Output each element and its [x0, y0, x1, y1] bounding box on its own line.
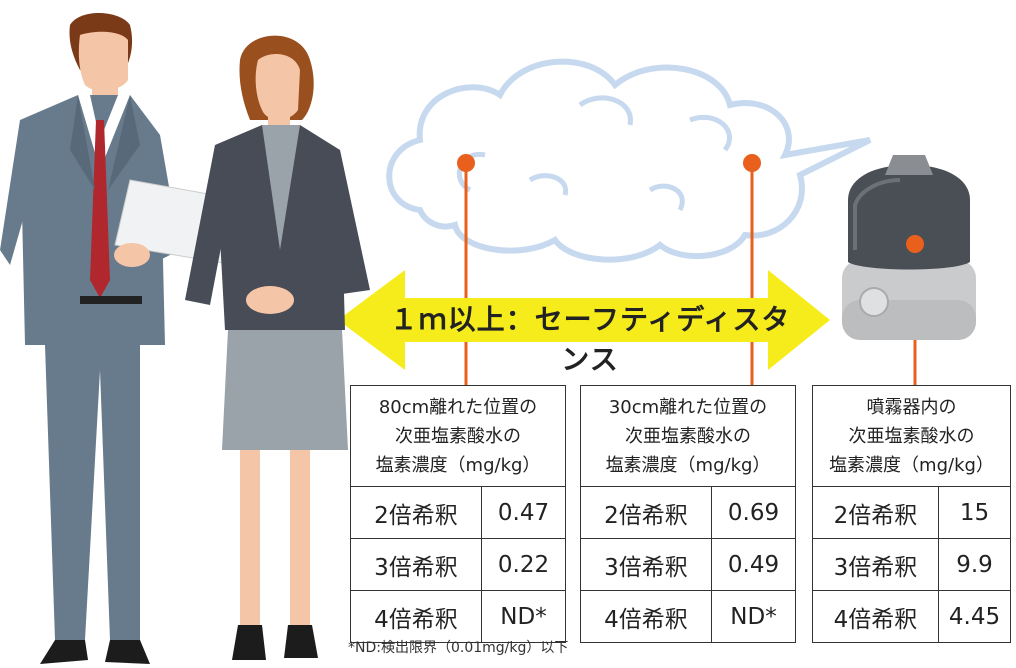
table-row: 3倍希釈 0.49: [581, 539, 795, 591]
dilution-label: 2倍希釈: [581, 487, 712, 538]
table-30cm: 30cm離れた位置の 次亜塩素酸水の 塩素濃度（mg/kg） 2倍希釈 0.69…: [580, 385, 796, 643]
safety-distance-label: １ｍ以上：セーフティディスタンス: [389, 303, 791, 376]
table-sprayer: 噴霧器内の 次亜塩素酸水の 塩素濃度（mg/kg） 2倍希釈 15 3倍希釈 9…: [812, 385, 1011, 643]
concentration-value: ND*: [500, 603, 547, 630]
businessman-illustration: [0, 12, 271, 664]
dilution-label: 2倍希釈: [813, 487, 939, 538]
dilution-label: 4倍希釈: [351, 591, 482, 642]
table-row: 3倍希釈 0.22: [351, 539, 565, 591]
concentration-value: 0.69: [727, 499, 780, 526]
concentration-value: 0.22: [497, 551, 550, 578]
table-header-line: 次亜塩素酸水の: [848, 425, 975, 447]
concentration-value: 0.47: [497, 499, 550, 526]
table-header-line: 30cm離れた位置の: [608, 396, 768, 418]
businesswoman-illustration: [185, 35, 370, 660]
table-row: 3倍希釈 9.9: [813, 539, 1010, 591]
table-row: 2倍希釈 0.69: [581, 487, 795, 539]
table-row: 4倍希釈 ND*: [581, 591, 795, 642]
table-header: 噴霧器内の 次亜塩素酸水の 塩素濃度（mg/kg）: [813, 386, 1010, 487]
table-header: 80cm離れた位置の 次亜塩素酸水の 塩素濃度（mg/kg）: [351, 386, 565, 487]
concentration-value: 0.49: [727, 551, 780, 578]
table-row: 2倍希釈 0.47: [351, 487, 565, 539]
table-80cm: 80cm離れた位置の 次亜塩素酸水の 塩素濃度（mg/kg） 2倍希釈 0.47…: [350, 385, 566, 643]
table-row: 4倍希釈 ND*: [351, 591, 565, 642]
dilution-label: 3倍希釈: [813, 539, 939, 590]
table-row: 4倍希釈 4.45: [813, 591, 1010, 642]
table-header-line: 次亜塩素酸水の: [395, 425, 521, 447]
table-header-line: 80cm離れた位置の: [378, 396, 538, 418]
table-header: 30cm離れた位置の 次亜塩素酸水の 塩素濃度（mg/kg）: [581, 386, 795, 487]
dilution-label: 4倍希釈: [581, 591, 712, 642]
table-header-line: 噴霧器内の: [866, 396, 957, 418]
humidifier: [842, 155, 976, 340]
concentration-value: 4.45: [948, 603, 1001, 630]
concentration-value: 9.9: [956, 551, 993, 578]
table-row: 2倍希釈 15: [813, 487, 1010, 539]
mist-cloud: [386, 58, 872, 263]
table-header-line: 塩素濃度（mg/kg）: [829, 454, 994, 476]
safety-distance-arrow: [338, 270, 830, 370]
table-header-line: 塩素濃度（mg/kg）: [605, 454, 771, 476]
concentration-value: ND*: [730, 603, 777, 630]
dilution-label: 4倍希釈: [813, 591, 939, 642]
table-header-line: 次亜塩素酸水の: [625, 425, 751, 447]
dilution-label: 3倍希釈: [351, 539, 482, 590]
dilution-label: 3倍希釈: [581, 539, 712, 590]
dilution-label: 2倍希釈: [351, 487, 482, 538]
table-header-line: 塩素濃度（mg/kg）: [375, 454, 541, 476]
footnote: *ND:検出限界（0.01mg/kg）以下: [348, 640, 569, 656]
concentration-value: 15: [959, 499, 990, 526]
